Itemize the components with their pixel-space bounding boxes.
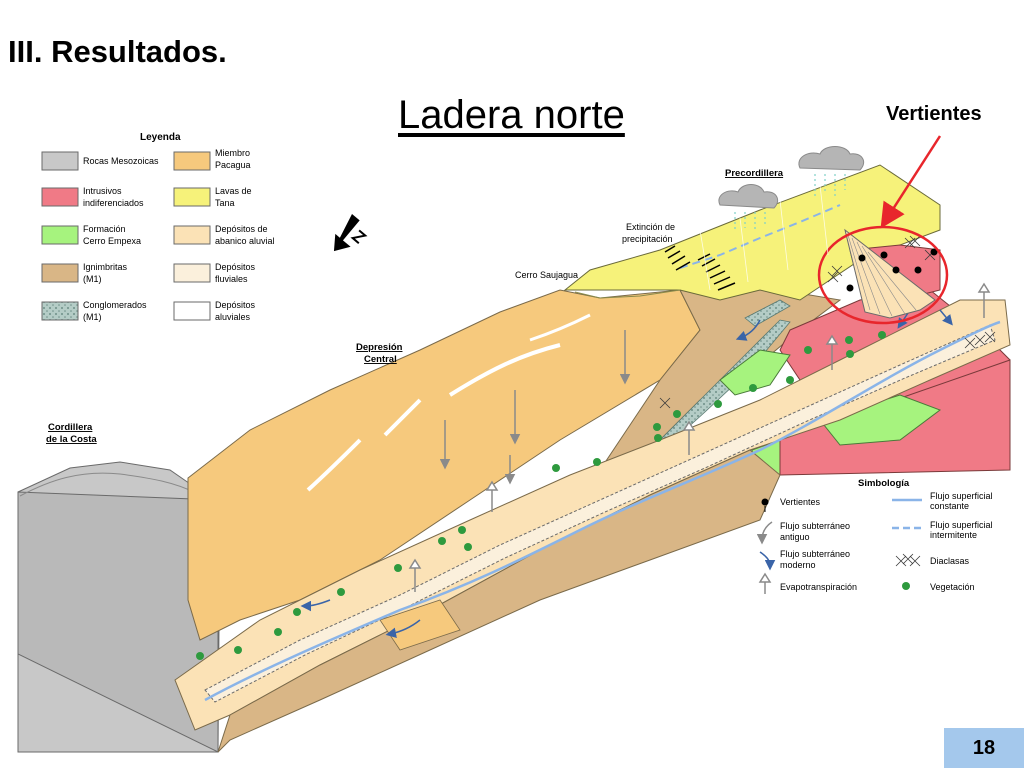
dry-channel-2 — [383, 398, 422, 437]
simbologia-legend: Simbología Vertientes Flujo superficial … — [756, 478, 993, 594]
precipitation-extinction-hatch — [664, 245, 736, 291]
cordillera-label-line1: Cordillera — [48, 422, 93, 433]
legend-swatch-ignimbritas — [41, 263, 79, 283]
cerro-empexa-west — [719, 349, 791, 396]
joints-marks — [659, 235, 996, 409]
legend-label: Lavas de — [215, 186, 252, 196]
simbologia-title: Simbología — [858, 478, 910, 489]
legend-label: indiferenciados — [83, 198, 144, 208]
modern-groundwater-arrow-5 — [939, 309, 953, 326]
simbologia-label: Flujo superficial — [930, 491, 993, 501]
constant-surface-flow-line — [204, 320, 1001, 702]
legend-swatch-aluviales — [173, 301, 211, 321]
page-number: 18 — [972, 736, 996, 759]
vegetation-markers — [196, 331, 886, 660]
legend-label: Intrusivos — [83, 186, 122, 196]
dry-channel-1 — [306, 438, 362, 492]
depresion-label-line2: Central — [364, 354, 397, 365]
legend-label: Depósitos de — [215, 224, 268, 234]
simbologia-label: Diaclasas — [930, 556, 970, 566]
legend-swatch-lavas-de-tana — [173, 187, 211, 207]
north-arrow-icon — [333, 214, 368, 252]
legend-label: Tana — [215, 198, 235, 208]
modern-groundwater-flow-icon — [759, 551, 776, 571]
depresion-label-line1: Depresión — [356, 342, 403, 353]
spring-points — [846, 248, 938, 292]
lavas-de-tana-block — [563, 164, 941, 301]
legend-label: Pacagua — [215, 160, 251, 170]
depositos-aluviales-channel — [204, 324, 996, 703]
legend-swatch-rocas-mesozoicas — [41, 151, 79, 171]
modern-groundwater-arrow-2 — [385, 619, 421, 638]
legend-swatch-miembro-pacagua — [173, 151, 211, 171]
joints-icon — [895, 553, 921, 567]
vertientes-callout-label: Vertientes — [886, 103, 982, 125]
extincion-label-line2: precipitación — [622, 234, 673, 244]
legend-label: abanico aluvial — [215, 236, 275, 246]
cordillera-label-line2: de la Costa — [46, 434, 97, 445]
evapotranspiration-markers — [408, 282, 991, 592]
cloud-1 — [718, 184, 779, 232]
simbologia-label: Evapotranspiración — [780, 582, 857, 592]
cerro-saujagua-label: Cerro Saujagua — [515, 270, 578, 280]
cloud-2 — [798, 146, 865, 196]
simbologia-label: Flujo superficial — [930, 520, 993, 530]
simbologia-label: Flujo subterráneo — [780, 549, 850, 559]
simbologia-label: intermitente — [930, 530, 977, 540]
intermittent-surface-flow-line — [679, 204, 841, 269]
modern-groundwater-arrow-1 — [735, 319, 761, 341]
legend-label: Rocas Mesozoicas — [83, 156, 159, 166]
legend-label: Cerro Empexa — [83, 236, 141, 246]
page-number-box: 18 — [944, 728, 1024, 768]
legend: Leyenda Rocas Mesozoicas Miembro Pacagua… — [41, 132, 275, 322]
legend-title: Leyenda — [140, 132, 181, 143]
legend-label: aluviales — [215, 312, 251, 322]
extincion-label-line1: Extinción de — [626, 222, 675, 232]
simbologia-label: antiguo — [780, 532, 810, 542]
simbologia-label: Vegetación — [930, 582, 975, 592]
legend-label: Depósitos — [215, 300, 256, 310]
simbologia-label: moderno — [780, 560, 816, 570]
legend-swatch-conglomerados — [41, 301, 79, 321]
legend-label: fluviales — [215, 274, 248, 284]
dry-channel-4 — [529, 313, 591, 342]
precordillera-label: Precordillera — [725, 168, 784, 179]
simbologia-label: Vertientes — [780, 497, 821, 507]
legend-label: (M1) — [83, 312, 102, 322]
spring-icon — [761, 498, 769, 512]
legend-label: Miembro — [215, 148, 250, 158]
legend-label: (M1) — [83, 274, 102, 284]
slide-title: III. Resultados. — [8, 34, 227, 69]
legend-label: Conglomerados — [83, 300, 147, 310]
legend-swatch-cerro-empexa — [41, 225, 79, 245]
legend-swatch-fluviales — [173, 263, 211, 283]
legend-label: Formación — [83, 224, 126, 234]
diagram-subtitle: Ladera norte — [398, 93, 625, 137]
legend-label: Ignimbritas — [83, 262, 128, 272]
vertientes-callout-arrow — [880, 135, 942, 229]
modern-groundwater-arrow-3 — [300, 599, 331, 612]
valley-front-face — [217, 449, 781, 753]
old-groundwater-flow-icon — [756, 521, 773, 545]
legend-swatch-abanico-aluvial — [173, 225, 211, 245]
legend-label: Depósitos — [215, 262, 256, 272]
simbologia-label: Flujo subterráneo — [780, 521, 850, 531]
dry-channel-3 — [448, 343, 561, 397]
legend-swatch-intrusivos — [41, 187, 79, 207]
evapotranspiration-icon — [758, 572, 772, 594]
vegetation-icon — [902, 582, 910, 590]
simbologia-label: constante — [930, 501, 969, 511]
